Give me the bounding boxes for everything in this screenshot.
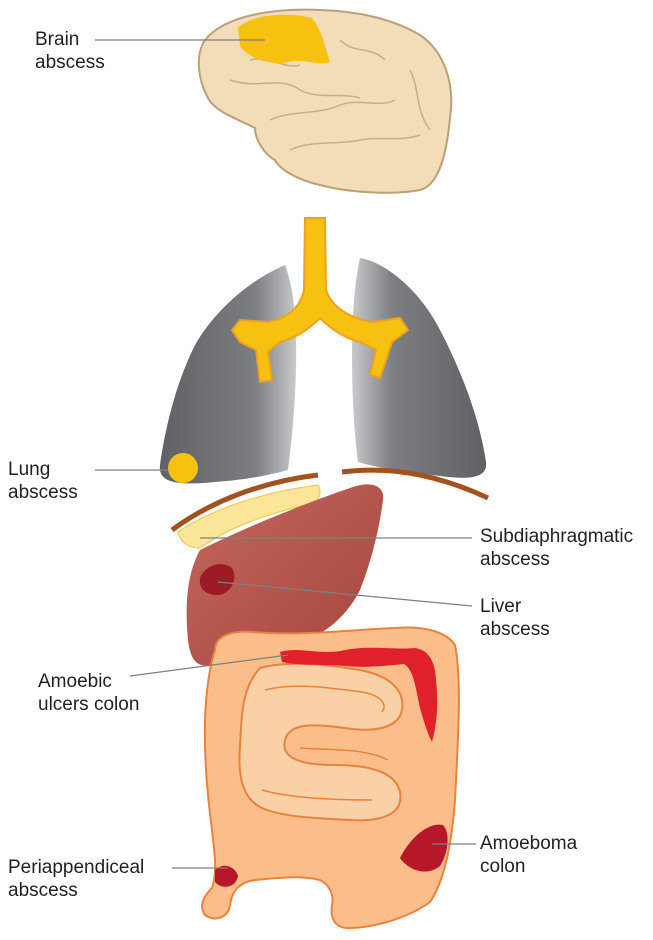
label-liver-line2: abscess [480,618,550,641]
label-subdiaphragmatic-line1: Subdiaphragmatic [480,525,633,548]
label-liver-line1: Liver [480,595,550,618]
lungs [160,218,486,483]
label-amoebic-line1: Amoebic [38,670,139,693]
lung-abscess [168,453,198,483]
label-amoeboma-line1: Amoeboma [480,832,577,855]
label-liver-abscess: Liver abscess [480,595,550,641]
label-periappendiceal-line1: Periappendiceal [8,856,144,879]
label-amoeboma-line2: colon [480,855,577,878]
label-lung-line1: Lung [8,458,78,481]
label-lung-line2: abscess [8,481,78,504]
label-amoebic-ulcers-colon: Amoebic ulcers colon [38,670,139,716]
left-lung [160,265,296,483]
label-brain-line1: Brain [35,28,105,51]
brain [199,10,451,193]
label-subdiaphragmatic-line2: abscess [480,548,633,571]
label-amoeboma-colon: Amoeboma colon [480,832,577,878]
label-periappendiceal-line2: abscess [8,879,144,902]
intestines [202,628,459,928]
label-brain-abscess: Brain abscess [35,28,105,74]
label-subdiaphragmatic-abscess: Subdiaphragmatic abscess [480,525,633,571]
label-brain-line2: abscess [35,51,105,74]
label-lung-abscess: Lung abscess [8,458,78,504]
label-amoebic-line2: ulcers colon [38,693,139,716]
label-periappendiceal-abscess: Periappendiceal abscess [8,856,144,902]
brain-shape [199,10,451,193]
